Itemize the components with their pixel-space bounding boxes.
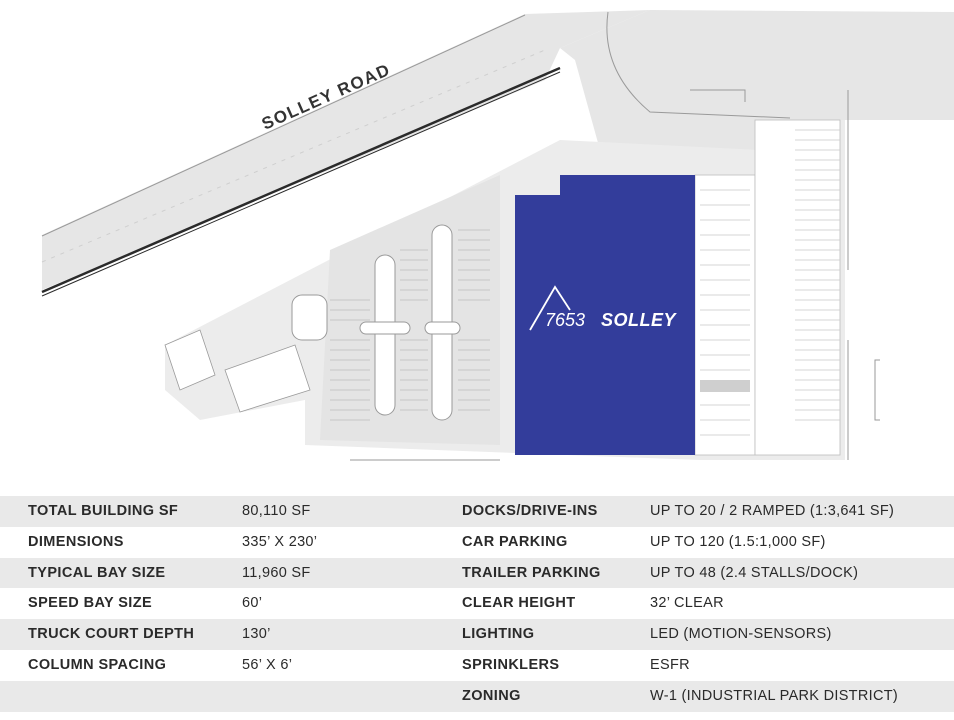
spec-value: 56’ X 6’ [242, 656, 293, 673]
spec-value: ESFR [650, 656, 690, 673]
trailer-stalls [700, 129, 840, 436]
spec-value: LED (MOTION-SENSORS) [650, 626, 832, 643]
spec-row: TOTAL BUILDING SF 80,110 SF DOCKS/DRIVE-… [0, 496, 954, 527]
spec-value: 11,960 SF [242, 564, 311, 581]
spec-value: 335’ X 230’ [242, 533, 318, 550]
east-boundary [350, 90, 880, 461]
spec-value: UP TO 48 (2.4 STALLS/DOCK) [650, 564, 859, 581]
spec-table: TOTAL BUILDING SF 80,110 SF DOCKS/DRIVE-… [0, 496, 954, 712]
site-plan: SOLLEY ROAD [41, 10, 954, 461]
spec-row: TYPICAL BAY SIZE 11,960 SF TRAILER PARKI… [0, 557, 954, 589]
logo-name: SOLLEY [601, 310, 678, 330]
truck-court [694, 119, 841, 456]
spec-label: DOCKS/DRIVE-INS [462, 503, 598, 519]
spec-label: ZONING [462, 687, 521, 704]
spec-value: W-1 (INDUSTRIAL PARK DISTRICT) [650, 687, 898, 704]
parking-stalls-angled [164, 329, 311, 413]
spec-row: SPEED BAY SIZE 60’ CLEAR HEIGHT 32’ CLEA… [0, 588, 954, 619]
solley-road [41, 10, 650, 297]
spec-label: TRAILER PARKING [462, 564, 601, 581]
spec-label: TOTAL BUILDING SF [28, 503, 179, 519]
parking-stalls-left [330, 229, 490, 421]
spec-value: 32’ CLEAR [650, 595, 724, 612]
spec-value: 60’ [242, 595, 263, 612]
spec-label: CLEAR HEIGHT [462, 595, 576, 612]
spec-label: SPRINKLERS [462, 656, 560, 673]
spec-label: DIMENSIONS [28, 533, 124, 550]
spec-label: SPEED BAY SIZE [28, 595, 153, 612]
roof-peak-icon [529, 285, 571, 331]
spec-value: 130’ [242, 626, 271, 643]
building-footprint [515, 175, 695, 455]
spec-label: TRUCK COURT DEPTH [28, 626, 195, 643]
building-logo: 7653 SOLLEY [529, 285, 678, 331]
spec-row: DIMENSIONS 335’ X 230’ CAR PARKING UP TO… [0, 527, 954, 558]
spec-label: LIGHTING [462, 626, 535, 643]
spec-label: TYPICAL BAY SIZE [28, 564, 166, 581]
spec-row: TRUCK COURT DEPTH 130’ LIGHTING LED (MOT… [0, 619, 954, 650]
spec-row: COLUMN SPACING 56’ X 6’ SPRINKLERS ESFR [0, 650, 954, 681]
logo-number: 7653 [545, 310, 585, 330]
spec-value: UP TO 20 / 2 RAMPED (1:3,641 SF) [650, 503, 895, 519]
spec-label: CAR PARKING [462, 533, 568, 550]
spec-value: 80,110 SF [242, 503, 311, 519]
spec-label: COLUMN SPACING [28, 656, 167, 673]
parking-islands [291, 224, 461, 421]
spec-value: UP TO 120 (1.5:1,000 SF) [650, 533, 826, 550]
spec-row: ZONING W-1 (INDUSTRIAL PARK DISTRICT) [0, 680, 954, 712]
neighboring-lot [560, 10, 954, 175]
